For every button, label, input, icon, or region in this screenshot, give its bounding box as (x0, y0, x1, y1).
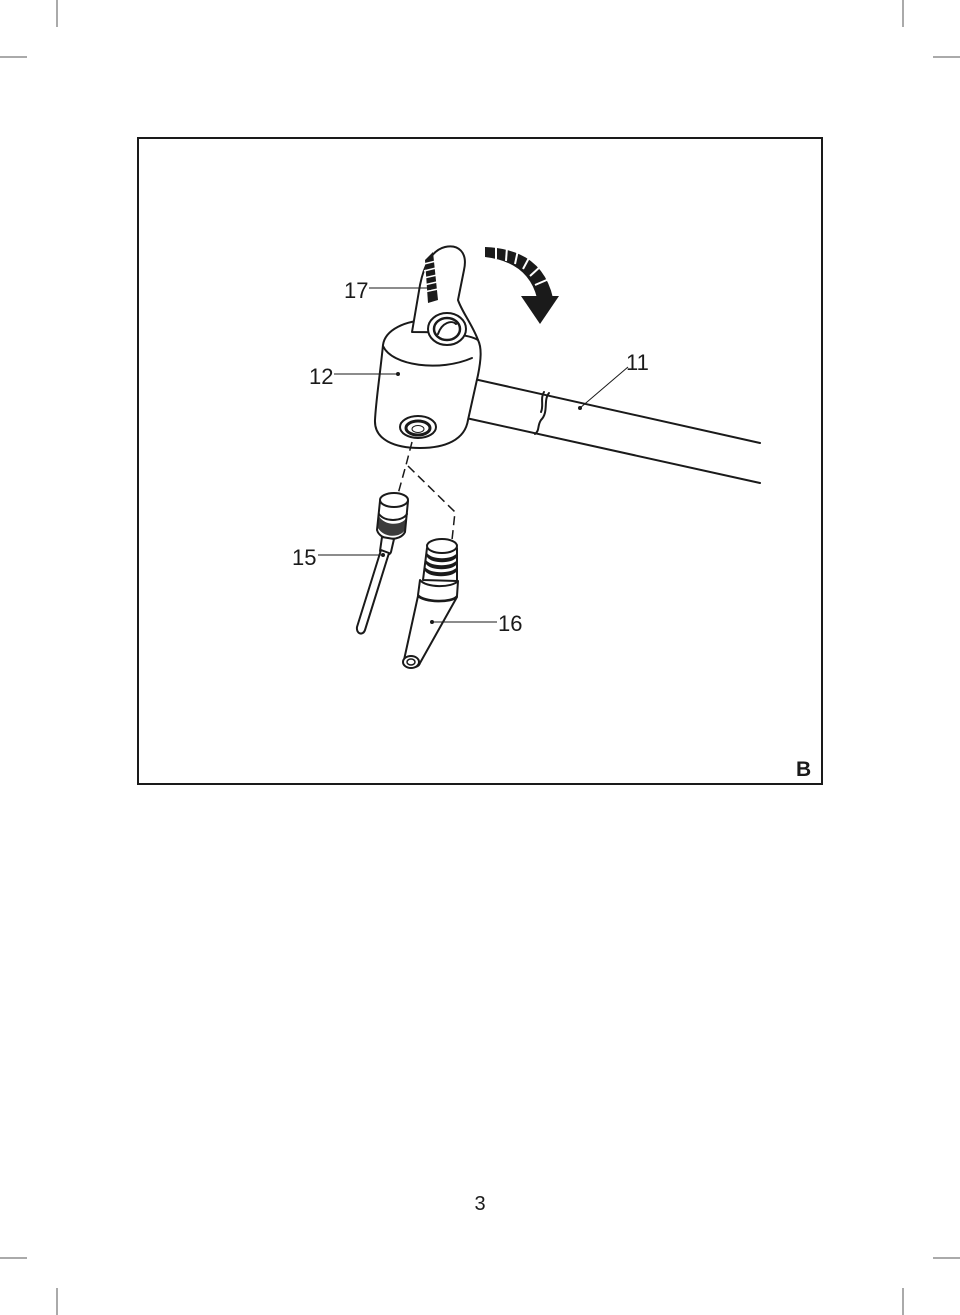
callout-label: 11 (626, 350, 649, 375)
needle-adapter (355, 492, 409, 635)
callout-label: 17 (344, 278, 368, 303)
callout-15: 15 (292, 545, 385, 570)
assembly-guide-lines (397, 441, 456, 541)
lever (411, 245, 479, 346)
callout-17: 17 (344, 278, 432, 303)
inlet-hole (399, 415, 437, 439)
lever-grip-ribs (423, 252, 439, 303)
figure-label: B (796, 758, 811, 781)
cone-adapter (402, 538, 459, 669)
page-number: 3 (474, 1193, 485, 1215)
pivot-button (427, 312, 467, 346)
callout-16: 16 (430, 611, 522, 636)
callout-label: 16 (498, 611, 522, 636)
figure-frame (137, 137, 823, 785)
rotation-arrow (485, 246, 559, 324)
callout-label: 12 (309, 364, 333, 389)
callout-12: 12 (309, 364, 400, 389)
callout-11: 11 (578, 350, 649, 410)
connector-head (373, 319, 482, 449)
hose (465, 378, 761, 484)
callout-label: 15 (292, 545, 316, 570)
